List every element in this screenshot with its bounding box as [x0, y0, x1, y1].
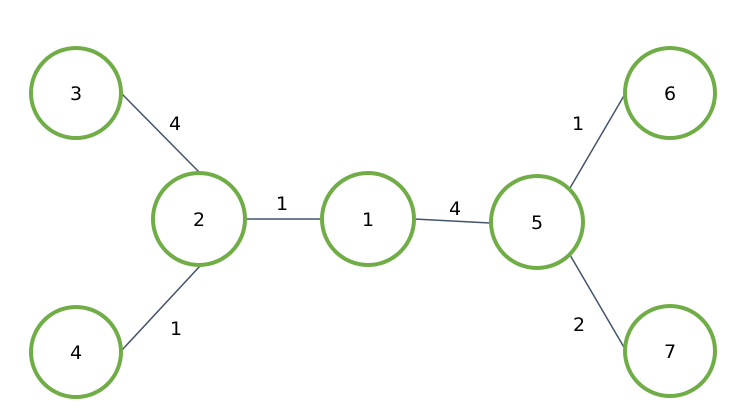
edge-4-2	[121, 265, 201, 351]
node-circle	[320, 171, 416, 267]
node-label: 6	[664, 83, 676, 105]
edge-label-2-1: 1	[276, 193, 288, 215]
node-label: 3	[70, 83, 82, 105]
node-label: 4	[70, 342, 82, 364]
node-6: 6	[623, 46, 717, 140]
edge-label-5-7: 2	[573, 314, 585, 336]
edge-label-5-6: 1	[572, 113, 584, 135]
node-1: 1	[320, 171, 416, 267]
node-circle	[623, 304, 717, 398]
node-circle	[29, 305, 123, 399]
node-circle	[29, 46, 123, 140]
edge-5-6	[569, 93, 626, 189]
node-2: 2	[151, 171, 247, 267]
edges	[121, 93, 626, 351]
edge-3-2	[121, 93, 201, 174]
nodes: 3 2 4 1 5 6 7	[29, 46, 717, 399]
node-4: 4	[29, 305, 123, 399]
edge-label-3-2: 4	[169, 113, 181, 135]
edge-5-7	[569, 254, 626, 350]
edge-label-4-2: 1	[170, 318, 182, 340]
edge-label-1-5: 4	[449, 198, 461, 220]
node-label: 5	[531, 212, 543, 234]
node-5: 5	[489, 174, 585, 270]
edge-labels: 4 1 1 4 1 2	[169, 113, 585, 340]
edge-1-5	[413, 218, 491, 224]
node-circle	[623, 46, 717, 140]
node-circle	[151, 171, 247, 267]
node-circle	[489, 174, 585, 270]
node-7: 7	[623, 304, 717, 398]
node-3: 3	[29, 46, 123, 140]
node-label: 2	[193, 209, 205, 231]
node-label: 7	[664, 341, 676, 363]
node-label: 1	[362, 209, 374, 231]
